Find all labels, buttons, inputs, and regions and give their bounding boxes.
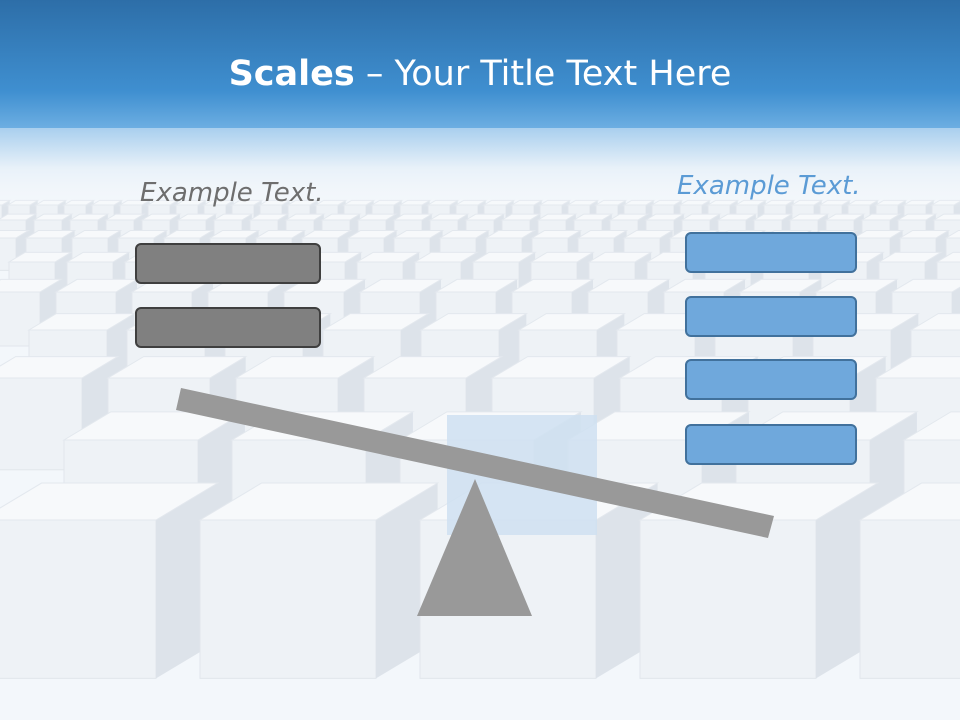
cube-top xyxy=(24,229,77,239)
right-box-2[interactable] xyxy=(685,296,857,337)
right-box-4[interactable] xyxy=(685,424,857,465)
left-box-1[interactable] xyxy=(135,243,321,284)
cube-top xyxy=(529,251,595,263)
cube-top xyxy=(898,229,951,239)
scale-beam xyxy=(176,388,774,538)
cube-top xyxy=(716,213,758,221)
cube-top xyxy=(320,213,362,221)
cube-top xyxy=(358,278,443,293)
cube-top xyxy=(0,229,31,239)
cube-top xyxy=(536,213,578,221)
cube-top xyxy=(70,229,123,239)
title-bold: Scales xyxy=(228,54,355,94)
cube-top xyxy=(902,411,960,441)
cube-top xyxy=(68,213,110,221)
cube-top xyxy=(824,213,866,221)
left-example-text: Example Text. xyxy=(140,178,324,208)
cube-top xyxy=(576,229,629,239)
title-rest: – Your Title Text Here xyxy=(354,54,732,94)
cube-top xyxy=(500,213,542,221)
cube-top xyxy=(464,213,506,221)
cube-top xyxy=(572,213,614,221)
cube-top xyxy=(140,213,182,221)
cube-top xyxy=(852,229,905,239)
cube-top xyxy=(27,313,137,331)
cube-top xyxy=(587,251,653,263)
cube-top xyxy=(877,251,943,263)
cube-top xyxy=(362,356,504,379)
slide-title: Scales – Your Title Text Here xyxy=(0,52,960,96)
cube-top xyxy=(104,213,146,221)
cube-top xyxy=(419,313,529,331)
right-box-3[interactable] xyxy=(685,359,857,400)
cube-top xyxy=(814,278,899,293)
cube-top xyxy=(434,278,519,293)
cube-top xyxy=(32,213,74,221)
cube-top xyxy=(116,229,169,239)
cube-top xyxy=(517,313,627,331)
cube-top xyxy=(392,229,445,239)
cube-top xyxy=(738,278,823,293)
cube-top xyxy=(300,229,353,239)
cube-top xyxy=(355,251,421,263)
cube-top xyxy=(234,356,376,379)
cube-top xyxy=(932,213,960,221)
cube-top xyxy=(680,213,722,221)
cube-top xyxy=(530,229,583,239)
cube-top xyxy=(935,251,960,263)
cube-top xyxy=(162,229,215,239)
cube-front xyxy=(859,519,960,679)
cube-top xyxy=(208,229,261,239)
cube-top xyxy=(413,251,479,263)
cube-top xyxy=(356,213,398,221)
cube-top xyxy=(65,251,131,263)
cube-top xyxy=(662,278,747,293)
cube-top xyxy=(284,213,326,221)
cube-top xyxy=(392,213,434,221)
cube-top xyxy=(346,229,399,239)
cube-top xyxy=(909,313,960,331)
cube-front xyxy=(639,519,817,679)
cube-top xyxy=(106,356,248,379)
cube-top xyxy=(586,278,671,293)
cube-top xyxy=(0,482,220,521)
cube-top xyxy=(752,213,794,221)
right-box-1[interactable] xyxy=(685,232,857,273)
cube-front xyxy=(199,519,377,679)
cube-top xyxy=(944,229,960,239)
cube-top xyxy=(0,278,63,293)
cube-top xyxy=(510,278,595,293)
cube-top xyxy=(858,482,960,521)
cube-top xyxy=(212,213,254,221)
cube-top xyxy=(896,213,938,221)
cube-top xyxy=(622,229,675,239)
cube-top xyxy=(874,356,960,379)
cube-top xyxy=(484,229,537,239)
left-box-2[interactable] xyxy=(135,307,321,348)
cube-top xyxy=(608,213,650,221)
cube-top xyxy=(0,213,38,221)
cube-top xyxy=(438,229,491,239)
cube-top xyxy=(471,251,537,263)
right-example-text: Example Text. xyxy=(677,171,861,201)
cube-top xyxy=(176,213,218,221)
cube-top xyxy=(644,213,686,221)
cube-top xyxy=(0,356,120,379)
cube-top xyxy=(890,278,960,293)
cube-top xyxy=(860,213,902,221)
cube-top xyxy=(198,482,440,521)
cube-top xyxy=(7,251,73,263)
cube-top xyxy=(788,213,830,221)
cube-top xyxy=(254,229,307,239)
cube-top xyxy=(248,213,290,221)
scale-fulcrum xyxy=(417,479,532,616)
cube-top xyxy=(428,213,470,221)
cube-top xyxy=(490,356,632,379)
cube-top xyxy=(321,313,431,331)
